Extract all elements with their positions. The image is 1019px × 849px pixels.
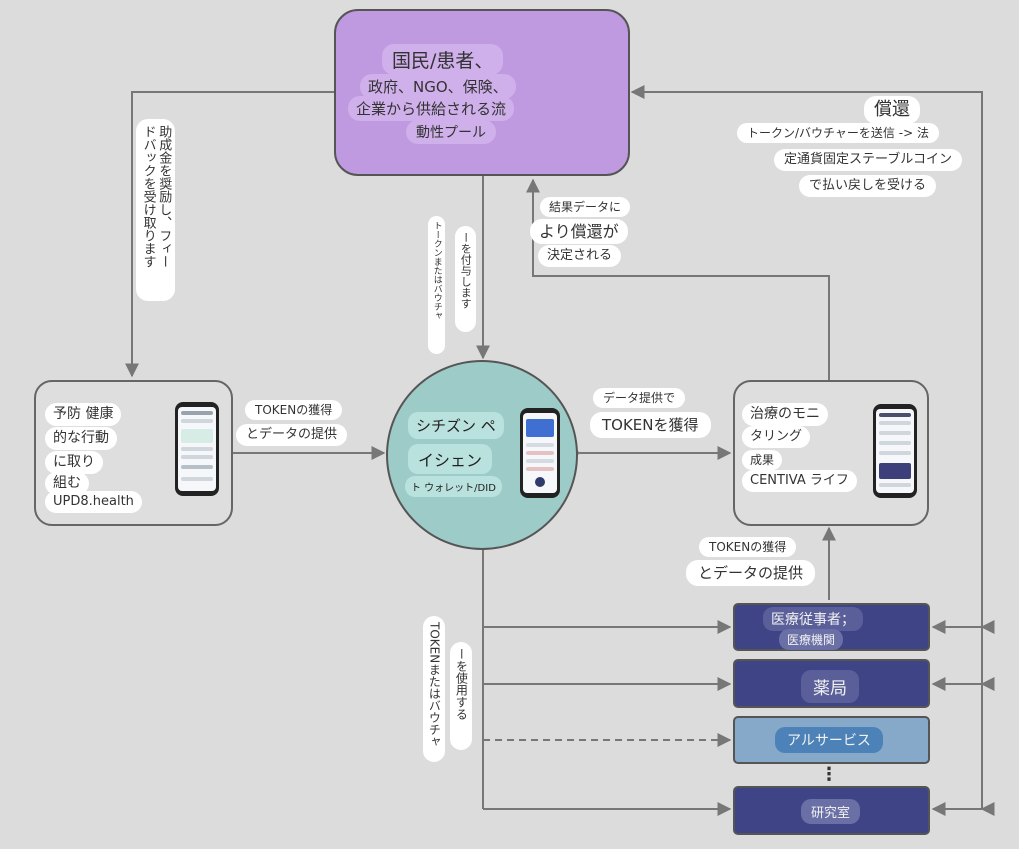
grant-feedback-label: 助成金を奨励し、フィードバックを受け取ります [136,119,176,301]
grant-feedback-col1: 助成金を奨励し、フィー [156,125,172,268]
prevention-line5: UPD8.health [45,491,142,513]
monitoring-edge-line2: TOKENを獲得 [590,412,711,438]
arrow-reimbursement-to-pool [630,85,983,809]
prevention-line2: 的な行動 [45,427,117,450]
lab-node: 研究室 [733,786,930,835]
medical-provider-node: 医療従事者； 医療機関 [733,603,930,651]
pool-line-4: 動性プール [406,120,496,144]
provider-edge-line2: とデータの提供 [686,560,816,586]
grant-token-label-1: トークンまたはバウチャ [428,216,445,354]
monitoring-edge-line1: データ提供で [593,388,686,409]
prevention-line1: 予防 健康 [45,403,122,426]
use-token-label-2: ーを使用する [450,642,473,750]
result-label-line1: 結果データに [540,197,631,218]
reimbursement-line2: 定通貨固定ステーブルコイン [774,149,962,171]
reimbursement-title: 償還 [864,96,920,124]
provider-edge-line1: TOKENの獲得 [699,537,797,558]
liquidity-pool-node: 国民/患者、 政府、NGO、保険、 企業から供給される流 動性プール [334,9,630,176]
citizen-wallet-node: シチズン ペ イシェン ト ウォレット/DID [386,360,578,550]
citizen-line1: シチズン ペ [408,412,504,439]
pool-line-2: 政府、NGO、保険、 [360,74,516,99]
pharmacy-node: 薬局 [733,659,930,708]
medical-provider-line2: 医療機関 [779,629,844,650]
monitoring-line4: CENTIVA ライフ [742,470,857,492]
prevention-edge-line1: TOKENの獲得 [245,400,343,421]
reimbursement-line1: トークン/バウチャーを送信 -> 法 [737,123,939,144]
wallet-phone-image [520,408,560,498]
use-token-label-1: TOKENまたはバウチャ [423,616,446,762]
service-node: アルサービス [733,716,930,764]
prevention-edge-line2: とデータの提供 [236,424,348,446]
pool-title: 国民/患者、 [382,44,504,75]
grant-feedback-col2: ドバックを受け取ります [140,125,156,268]
lab-label: 研究室 [801,799,861,824]
service-label: アルサービス [775,727,883,753]
upd8-phone-image [175,402,219,496]
monitoring-line1: 治療のモニ [742,403,828,426]
result-label-line2: より償還が [530,219,628,245]
monitoring-line2: タリング [742,426,811,448]
citizen-line3: ト ウォレット/DID [405,476,502,497]
monitoring-line3: 成果 [742,450,783,471]
arrow-pool-to-prevention [125,85,347,378]
result-label-line3: 決定される [538,245,622,267]
citizen-line2: イシェン [408,444,493,474]
medical-provider-line1: 医療従事者； [763,607,863,631]
prevention-line3: に取り [45,451,103,474]
pharmacy-label: 薬局 [801,670,859,703]
reimbursement-line3: で払い戻しを受ける [799,175,937,197]
centiva-phone-image [873,404,917,498]
grant-token-label-2: ーを付与します [455,226,477,332]
pool-line-3: 企業から供給される流 [348,96,515,121]
prevention-line4: 組む [45,472,89,495]
more-providers-ellipsis: ⋮ [820,764,838,785]
